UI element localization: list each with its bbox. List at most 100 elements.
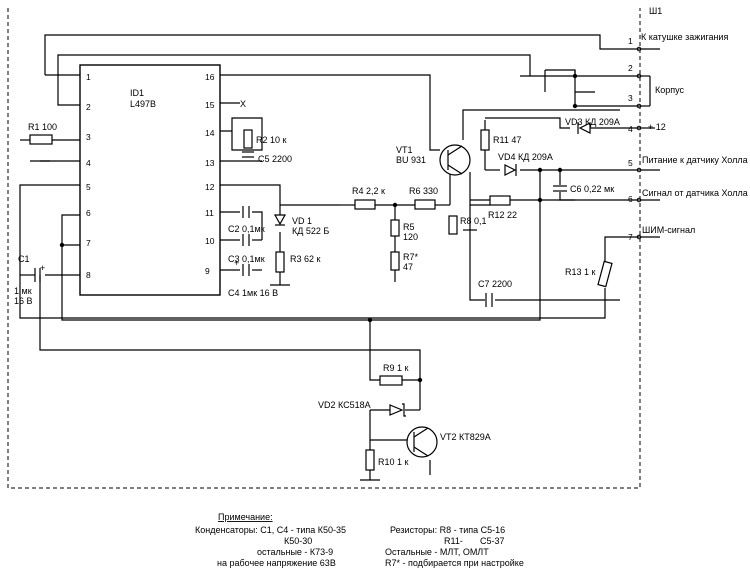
- r10-resistor: [365, 449, 375, 471]
- r10-label: R10 1 к: [378, 457, 409, 467]
- c7-label: C7 2200: [478, 279, 512, 289]
- board-outline: [7, 8, 641, 489]
- connector-name: Ш1: [649, 6, 662, 16]
- r2-resistor: [243, 129, 253, 149]
- connector-pin-5: 5 Питание к датчику Холла: [628, 155, 748, 173]
- notes-right-4: R7* - подбирается при настройке: [385, 558, 524, 568]
- notes-left-3: на рабочее напряжение 63В: [217, 558, 336, 568]
- svg-text:1: 1: [628, 36, 633, 46]
- r7-value: 47: [403, 262, 413, 272]
- pin-5-label: Питание к датчику Холла: [642, 155, 748, 165]
- pin-4-label: + 12: [648, 122, 666, 132]
- r7-resistor: [390, 251, 400, 271]
- r4-label: R4 2,2 к: [352, 186, 385, 196]
- r11-label: R11 47: [493, 135, 521, 145]
- c2-label: C2 0,1мк: [228, 224, 265, 234]
- svg-text:14: 14: [205, 128, 215, 138]
- ic-right-pins: 16 15 14 13 12 11 10 9: [205, 72, 215, 276]
- c1-value: 1 мк: [14, 286, 32, 296]
- r4-resistor: [354, 199, 376, 210]
- r6-label: R6 330: [409, 186, 438, 196]
- c1-capacitor: [34, 268, 41, 282]
- c1-ref: C1: [18, 254, 30, 264]
- pin-7-label: ШИМ-сигнал: [642, 225, 695, 235]
- svg-text:3: 3: [628, 93, 633, 103]
- r2-label: R2 10 к: [256, 135, 287, 145]
- r8-label: R8 0,1: [460, 216, 487, 226]
- r5-resistor: [390, 219, 400, 237]
- c3-capacitor: [242, 234, 250, 246]
- vd1-ref: VD 1: [292, 216, 312, 226]
- pin-1-label: К катушке зажигания: [641, 32, 728, 42]
- svg-text:13: 13: [205, 158, 215, 168]
- svg-text:7: 7: [86, 238, 91, 248]
- svg-text:15: 15: [205, 100, 215, 110]
- ic-left-pins: 1 2 3 4 5 6 7 8: [86, 72, 91, 280]
- ic-ref: ID1: [130, 88, 144, 98]
- vt1-transistor: [439, 144, 471, 176]
- c4-capacitor: [242, 264, 250, 276]
- svg-text:4: 4: [628, 124, 633, 134]
- svg-text:6: 6: [86, 208, 91, 218]
- svg-text:9: 9: [205, 266, 210, 276]
- r3-label: R3 62 к: [290, 254, 321, 264]
- connector-pin-7: 7 ШИМ-сигнал: [628, 225, 695, 242]
- vd2-label: VD2 КС518А: [318, 400, 371, 410]
- notes-right-0: Резисторы: R8 - типа C5-16: [390, 525, 505, 535]
- notes-right-3: Остальные - МЛТ, ОМЛТ: [385, 547, 489, 557]
- notes-left-2: остальные - К73-9: [257, 547, 333, 557]
- r1-resistor: [29, 134, 53, 145]
- vd1-part: КД 522 Б: [292, 226, 329, 236]
- r6-resistor: [414, 199, 436, 210]
- r7-ref: R7*: [403, 252, 419, 262]
- svg-text:1: 1: [86, 72, 91, 82]
- notes-left-0: Конденсаторы: C1, C4 - типа К50-35: [195, 525, 346, 535]
- c6-capacitor: [553, 185, 567, 192]
- ground-label: Корпус: [655, 85, 685, 95]
- svg-text:10: 10: [205, 236, 215, 246]
- wiring: X: [19, 34, 641, 481]
- c4-plus: +: [234, 258, 239, 268]
- svg-text:11: 11: [205, 208, 214, 218]
- ic-id1: [79, 64, 221, 296]
- vt1-ref: VT1: [396, 145, 413, 155]
- vd3-diode: [578, 122, 591, 134]
- svg-text:5: 5: [86, 182, 91, 192]
- notes-left-1: К50-30: [284, 536, 312, 546]
- r9-label: R9 1 к: [383, 363, 409, 373]
- vt1-part: BU 931: [396, 155, 426, 165]
- c5-label: C5 2200: [258, 154, 292, 164]
- svg-text:3: 3: [86, 132, 91, 142]
- svg-text:5: 5: [628, 158, 633, 168]
- notes-right-2: C5-37: [480, 536, 505, 546]
- svg-text:4: 4: [86, 158, 91, 168]
- r12-label: R12 22: [488, 210, 517, 220]
- c3-label: C3 0,1мк: [228, 254, 265, 264]
- r11-resistor: [480, 129, 490, 151]
- r9-resistor: [379, 375, 403, 386]
- r12-resistor: [489, 195, 511, 206]
- r1-label: R1 100: [28, 122, 57, 132]
- pin-6-label: Сигнал от датчика Холла: [642, 188, 748, 198]
- vd4-diode: [504, 164, 517, 176]
- r5-ref: R5: [403, 222, 415, 232]
- svg-text:6: 6: [628, 194, 633, 204]
- nc-mark: X: [240, 99, 246, 109]
- svg-text:2: 2: [628, 63, 633, 73]
- svg-text:8: 8: [86, 270, 91, 280]
- c6-label: C6 0,22 мк: [570, 184, 614, 194]
- r8-resistor: [448, 215, 458, 235]
- ic-part: L497B: [130, 99, 156, 109]
- r13-label: R13 1 к: [565, 267, 596, 277]
- svg-text:2: 2: [86, 102, 91, 112]
- c2-capacitor: [242, 206, 250, 218]
- notes-right-1: R11-: [444, 536, 463, 546]
- c7-capacitor: [485, 293, 493, 307]
- vd1-diode: [273, 214, 287, 226]
- vd4-label: VD4 КД 209А: [498, 152, 553, 162]
- vd3-label: VD3 КД 209А: [565, 117, 620, 127]
- r13-resistor: [597, 260, 613, 288]
- notes-title: Примечание:: [218, 512, 273, 522]
- c4-label: C4 1мк 16 В: [228, 288, 278, 298]
